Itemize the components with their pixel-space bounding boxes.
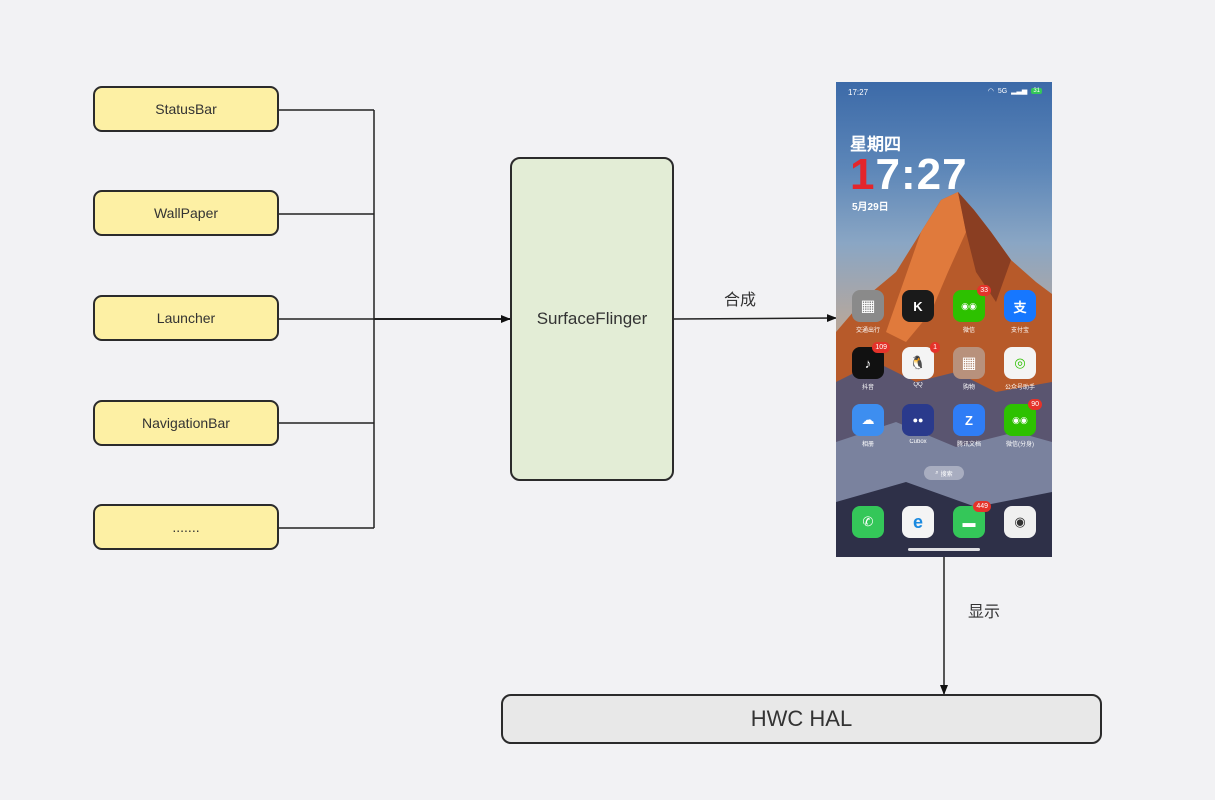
- phone-search-label: 搜索: [940, 471, 953, 478]
- app-label: 抖音: [861, 385, 874, 391]
- dock-edge[interactable]: e: [900, 506, 936, 538]
- app-label: 交通出行: [855, 328, 880, 334]
- app-label: QQ: [913, 382, 923, 388]
- phone-clock-rest: 7:27: [875, 150, 968, 199]
- notification-badge: 1: [930, 342, 940, 353]
- app-label: 腾讯文档: [956, 442, 981, 448]
- app-label: 微信: [962, 328, 975, 334]
- battery-icon: 31: [1031, 88, 1042, 94]
- notification-badge: 33: [977, 285, 991, 296]
- layer-wallpaper: WallPaper: [93, 190, 279, 236]
- dock-messages[interactable]: ▬449: [951, 501, 991, 538]
- app-ikf[interactable]: K: [900, 290, 936, 325]
- dock-phone[interactable]: ✆: [850, 506, 886, 538]
- app-label: 公众号助手: [1004, 385, 1035, 391]
- app-label: 购物: [962, 385, 975, 391]
- phone-date: 5月29日: [852, 202, 889, 213]
- layer-launcher: Launcher: [93, 295, 279, 341]
- shopping-folder-icon: ▦: [953, 347, 985, 379]
- phone-search-pill[interactable]: ⌕ 搜索: [924, 466, 964, 480]
- phone-dock: ✆ e ▬449 ◉: [836, 490, 1052, 557]
- app-wechat-clone[interactable]: ◉◉90 微信(分身): [1002, 399, 1042, 448]
- app-cubox[interactable]: ●● Cubox: [900, 404, 936, 445]
- app-label: 微信(分身): [1006, 442, 1034, 448]
- compose-label: 合成: [724, 292, 757, 309]
- search-icon: ⌕: [935, 469, 939, 476]
- app-shopping-folder[interactable]: ▦ 购物: [951, 347, 987, 391]
- phone-status-time: 17:27: [848, 88, 869, 97]
- wechat-icon: ◉◉33: [953, 285, 991, 322]
- app-wechat[interactable]: ◉◉33 微信: [951, 285, 991, 334]
- display-label: 显示: [968, 604, 1001, 621]
- phone-status-icons: ◠ 5G ▂▃▅ 31: [988, 87, 1042, 95]
- app-alipay[interactable]: 支支付宝: [1002, 290, 1038, 334]
- phone-icon: ✆: [852, 506, 884, 538]
- messages-icon: ▬449: [953, 501, 991, 538]
- douyin-icon: ♪109: [852, 342, 890, 379]
- wallpaper-mountain: [836, 192, 1052, 557]
- ikf-icon: K: [902, 290, 934, 322]
- mp-assistant-icon: ◎: [1004, 347, 1036, 379]
- tencent-docs-icon: Z: [953, 404, 985, 436]
- signal-label: 5G: [997, 87, 1008, 95]
- hwc-hal-box: HWC HAL: [501, 694, 1102, 744]
- folder-icon: ▦: [852, 290, 884, 322]
- phone-status-bar: 17:27 ◠ 5G ▂▃▅ 31: [836, 82, 1052, 102]
- app-label: 支付宝: [1010, 328, 1029, 334]
- phone-clock-first: 1: [850, 150, 876, 199]
- phone-clock: 17:27: [850, 150, 968, 200]
- surfaceflinger-box: SurfaceFlinger: [510, 157, 674, 481]
- arrow-compose: [673, 314, 837, 323]
- layer-navigationbar-label: NavigationBar: [142, 415, 230, 431]
- notification-badge: 90: [1028, 399, 1042, 410]
- hwc-hal-label: HWC HAL: [750, 706, 853, 731]
- signal-bars-icon: ▂▃▅: [1011, 88, 1028, 95]
- phone-weekday: 星期四: [850, 135, 901, 154]
- dock-camera[interactable]: ◉: [1002, 506, 1038, 538]
- notification-badge: 109: [872, 342, 890, 353]
- layer-navigationbar: NavigationBar: [93, 400, 279, 446]
- app-label: 相册: [861, 442, 874, 448]
- alipay-icon: 支: [1004, 290, 1036, 322]
- app-folder[interactable]: ▦ 交通出行: [850, 290, 886, 334]
- app-tencent-docs[interactable]: Z 腾讯文档: [951, 404, 987, 448]
- layer-more-label: .......: [172, 519, 200, 535]
- layer-launcher-label: Launcher: [156, 310, 216, 326]
- photos-icon: ☁: [852, 404, 884, 436]
- notification-badge: 449: [973, 501, 991, 512]
- wechat-clone-icon: ◉◉90: [1004, 399, 1042, 436]
- qq-icon: 🐧1: [902, 342, 940, 379]
- wifi-icon: ◠: [987, 88, 994, 95]
- app-photos[interactable]: ☁ 相册: [850, 404, 886, 448]
- surfaceflinger-label: SurfaceFlinger: [536, 309, 648, 328]
- edge-icon: e: [902, 506, 934, 538]
- cubox-icon: ●●: [902, 404, 934, 436]
- phone-screenshot: 17:27 ◠ 5G ▂▃▅ 31 星期四 17:27 5月29日 ⌕ 搜索 ✆…: [836, 82, 1052, 557]
- layer-wallpaper-label: WallPaper: [153, 205, 219, 221]
- layer-more: .......: [93, 504, 279, 550]
- app-mp-assistant[interactable]: ◎ 公众号助手: [1002, 347, 1038, 391]
- app-douyin[interactable]: ♪109 抖音: [850, 342, 890, 391]
- app-label: Cubox: [909, 439, 927, 445]
- home-indicator[interactable]: [908, 548, 980, 551]
- camera-icon: ◉: [1004, 506, 1036, 538]
- layer-statusbar: StatusBar: [93, 86, 279, 132]
- layer-statusbar-label: StatusBar: [155, 101, 217, 117]
